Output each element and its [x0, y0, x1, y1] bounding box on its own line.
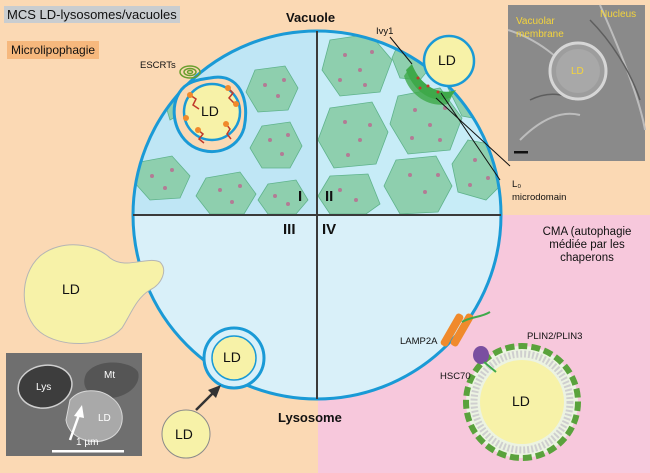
ld-free [161, 409, 211, 459]
quadrant-i-label: I [298, 188, 303, 205]
vacuole-domain-dots [150, 78, 290, 206]
quadrant-ii-label: II [325, 188, 334, 205]
plin-label: PLIN2/PLIN3 [527, 331, 583, 342]
lamp2a-label: LAMP2A [400, 336, 438, 347]
microlipophagy-label: Microlipophagie [7, 41, 100, 59]
micrograph-vacuolar-membrane-1: Vacuolar [516, 16, 555, 27]
micrograph-scale: 1 µm [76, 437, 99, 448]
ivy1-label: Ivy1 [376, 26, 394, 37]
ld-large-blob [23, 244, 165, 344]
micrograph-mt: Mt [104, 370, 116, 381]
ld-in-lysosome [211, 335, 257, 381]
figure-title: MCS LD-lysosomes/vacuoles [4, 6, 180, 23]
micrograph-lysosome [6, 353, 142, 456]
ld-label-lysosome: LD [223, 349, 241, 365]
escrts-label: ESCRTs [140, 60, 176, 71]
micrograph-lys: Lys [36, 382, 52, 393]
quadrant-iii-label: III [283, 221, 296, 238]
lo-label: L₀ [512, 179, 522, 190]
micrograph-vacuolar-membrane-2: membrane [516, 29, 564, 40]
ld-label-free: LD [175, 426, 193, 442]
lamp2a-hsc70 [440, 311, 497, 373]
ld-label-large-blob: LD [62, 281, 80, 297]
ld-label-vacuole-contact: LD [438, 52, 456, 68]
micrograph-top-ld: LD [571, 66, 584, 77]
vacuole-domains [133, 65, 309, 215]
micrograph-vacuole [507, 4, 646, 161]
cma-ld [463, 343, 581, 461]
vacuole-label: Vacuole [286, 10, 336, 25]
ld-cma [480, 360, 564, 444]
micrograph-bottom-ld: LD [98, 413, 111, 424]
cma-label: CMA (autophagie médiée par les chaperons [542, 226, 632, 264]
hsc70-label: HSC70 [440, 371, 471, 382]
arrow-ld-to-lysosome [195, 385, 221, 411]
quadrant-iv-label: IV [322, 221, 337, 238]
ivy1-contact [389, 34, 511, 181]
escrt-spiral [179, 65, 201, 79]
ld-vacuole-contact [422, 34, 476, 88]
micrograph-nucleus: Nucleus [600, 9, 637, 20]
microdomain-label: microdomain [512, 192, 567, 203]
ld-label-microlipophagy: LD [201, 103, 219, 119]
lysosome-label: Lysosome [278, 410, 342, 425]
lysosome-ld [202, 326, 266, 390]
microlipophagy-invagination [172, 65, 248, 154]
ld-label-cma: LD [512, 393, 530, 409]
